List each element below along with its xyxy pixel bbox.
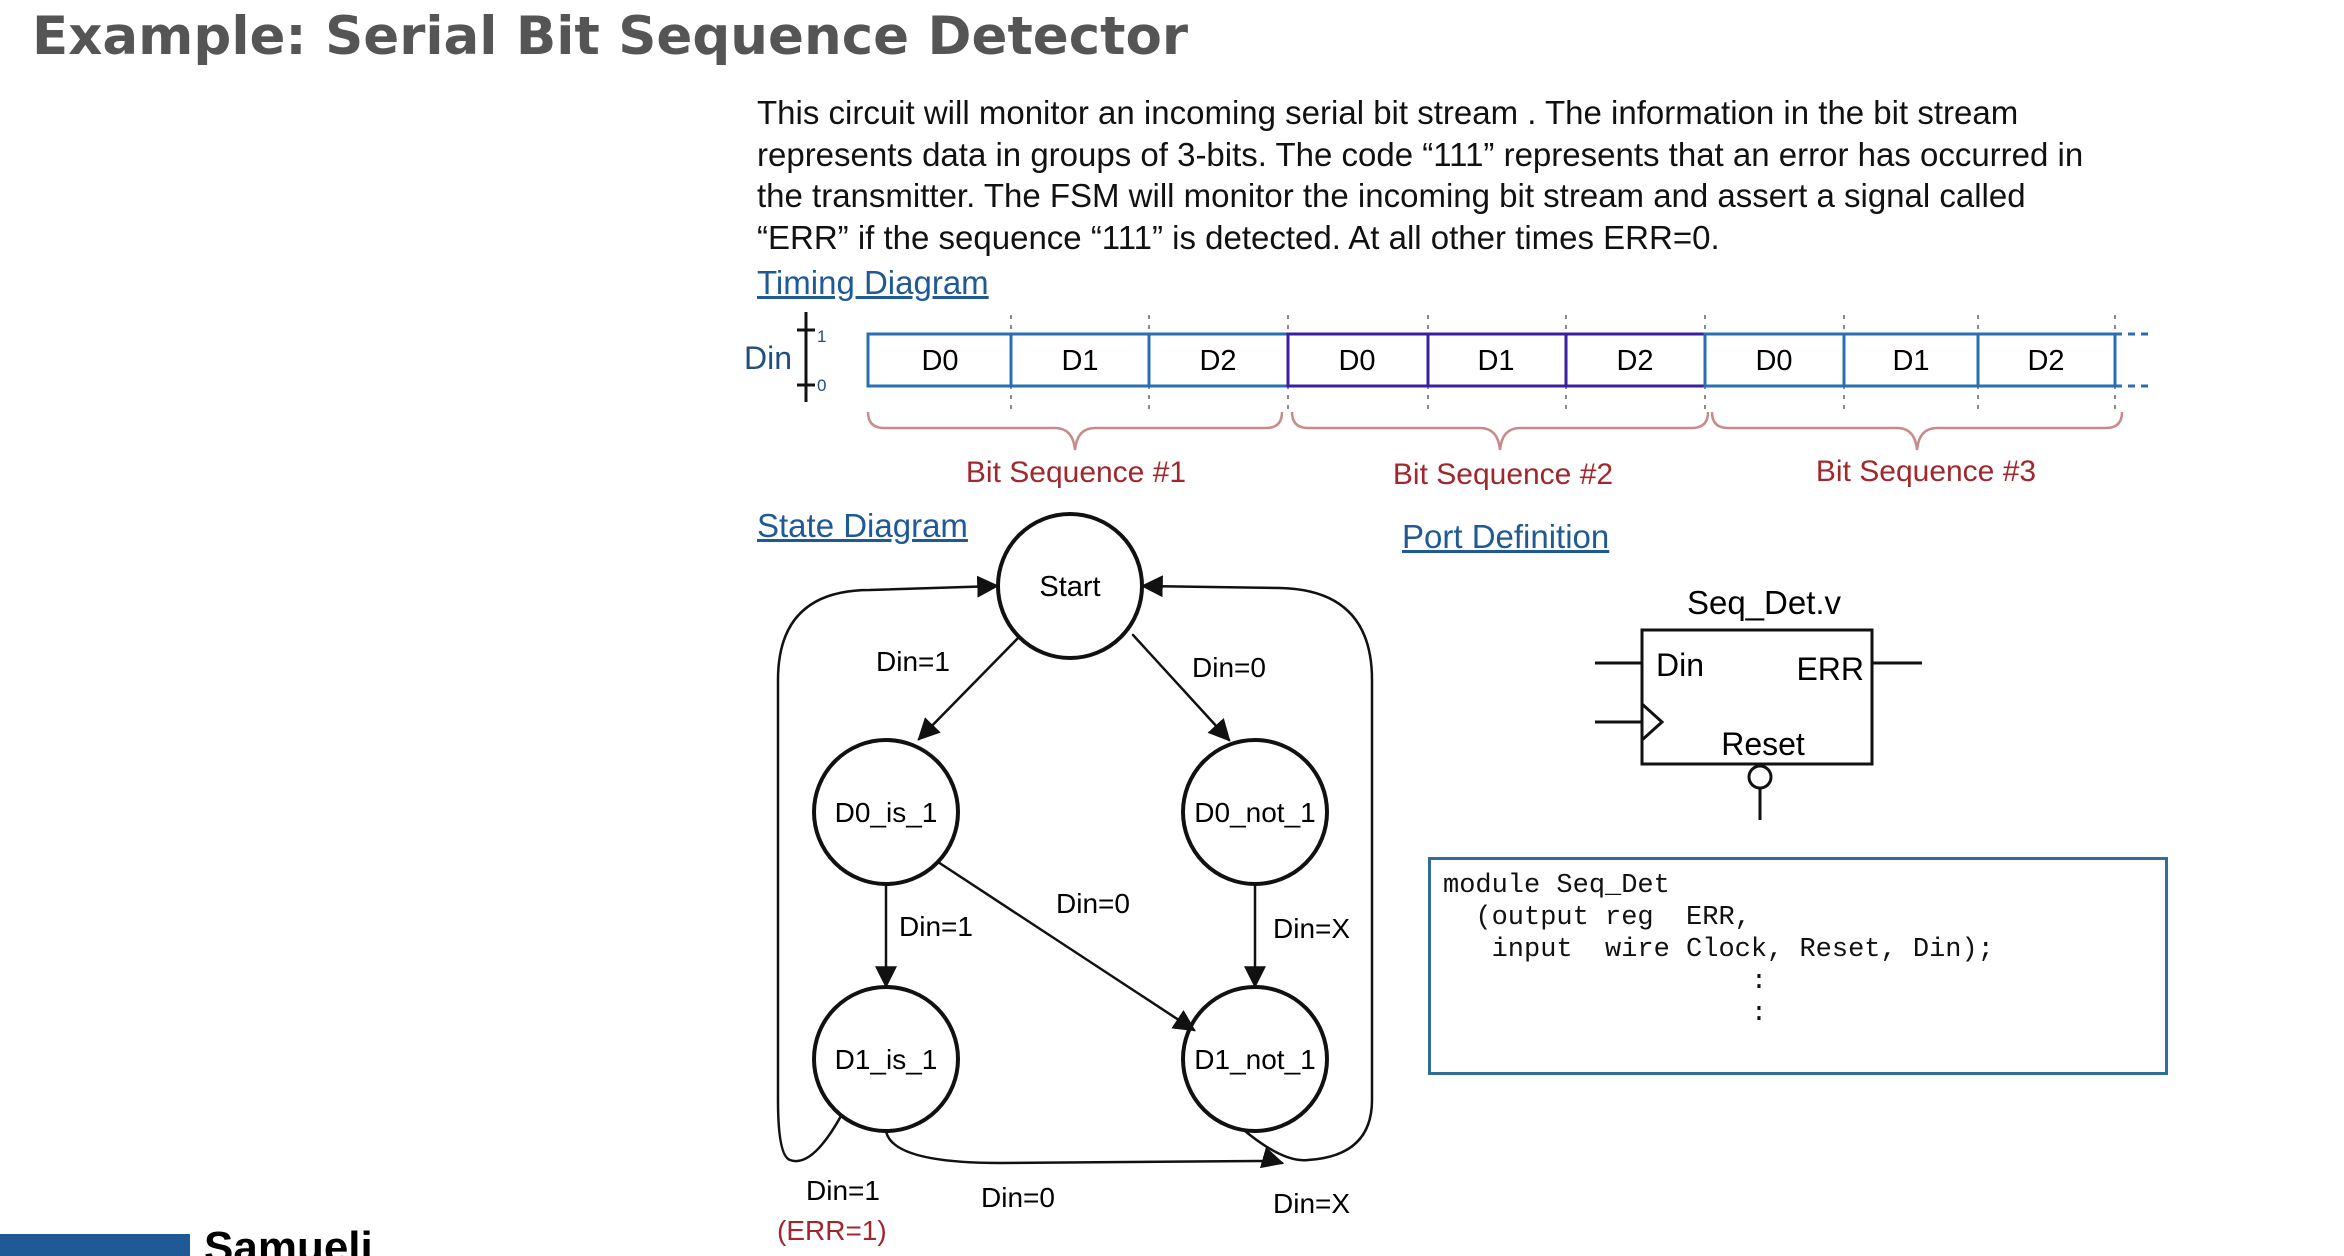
bit-sequence-2-label: Bit Sequence #2 [1393, 458, 1613, 491]
bit-sequence-1-cells: D0 D1 D2 [866, 332, 1290, 388]
intro-line: represents data in groups of 3-bits. The… [757, 135, 2084, 173]
verilog-code-box: module Seq_Det (output reg ERR, input wi… [1428, 857, 2168, 1075]
level-axis: 1 0 [797, 312, 826, 402]
module-box [1640, 628, 1874, 766]
state-d1-is-1: D1_is_1 [812, 985, 960, 1133]
bit-cell-d0: D0 [921, 345, 958, 377]
bit-sequence-2-cells: D0 D1 D2 [1286, 332, 1707, 388]
label-d0-is-1-to-d1-not-1: Din=0 [1056, 888, 1130, 919]
code-line: module Seq_Det [1443, 871, 1670, 901]
clock-guides [1010, 315, 2116, 412]
code-line: input wire Clock, Reset, Din); [1443, 935, 1994, 965]
state-diagram: Start D0_is_1 D0_not_1 D1_is_1 D1_not_1 [776, 512, 1374, 1246]
intro-paragraph: This circuit will monitor an incoming se… [757, 92, 2197, 258]
state-d1-is-1-label: D1_is_1 [835, 1044, 938, 1075]
timing-diagram-heading[interactable]: Timing Diagram [757, 264, 989, 301]
code-line: : [1443, 999, 1768, 1029]
clock-triangle-icon [1640, 702, 1665, 742]
page-title: Example: Serial Bit Sequence Detector [32, 6, 1189, 67]
port-reset-label: Reset [1721, 726, 1805, 762]
transition-d1-is-1-to-d1-not-1 [884, 1129, 1285, 1169]
bit-cell-d1: D1 [1477, 345, 1514, 377]
label-err-output: (ERR=1) [777, 1215, 887, 1246]
bit-cell-d2: D2 [2027, 345, 2064, 377]
label-d0-is-1-to-d1-is-1: Din=1 [899, 911, 973, 942]
state-diagram-heading[interactable]: State Diagram [757, 507, 968, 544]
din-signal-label: Din [744, 340, 792, 376]
transition-d0-is-1-to-d1-not-1 [936, 860, 1196, 1032]
bit-cell-d1: D1 [1061, 345, 1098, 377]
transition-start-to-d0-is-1 [917, 635, 1021, 741]
state-d1-not-1: D1_not_1 [1181, 985, 1329, 1133]
state-start: Start [996, 512, 1144, 660]
port-block: Seq_Det.v Din ERR Reset [1595, 584, 1922, 820]
bit-sequence-3-label: Bit Sequence #3 [1816, 455, 2036, 488]
intro-line: the transmitter. The FSM will monitor th… [757, 177, 2026, 214]
timing-diagram: Din 1 0 D0 D1 D2 [744, 312, 2150, 491]
transition-d1-not-1-to-start [1140, 575, 1374, 1162]
footer-logo-bar [0, 1234, 190, 1256]
state-d0-not-1: D0_not_1 [1181, 738, 1329, 886]
state-d0-is-1: D0_is_1 [812, 738, 960, 886]
bit-cell-d2: D2 [1199, 345, 1236, 377]
label-d1-is-1-to-d1-not-1: Din=0 [981, 1182, 1055, 1213]
bit-cell-d0: D0 [1338, 345, 1375, 377]
intro-line: This circuit will monitor an incoming se… [757, 94, 2019, 131]
state-d1-not-1-label: D1_not_1 [1194, 1044, 1315, 1075]
bit-cell-d2: D2 [1616, 345, 1653, 377]
state-start-label: Start [1039, 571, 1100, 603]
sequence-braces [866, 411, 2124, 451]
bit-sequence-1-label: Bit Sequence #1 [966, 456, 1186, 489]
state-d0-is-1-label: D0_is_1 [835, 797, 938, 828]
port-err-label: ERR [1796, 651, 1864, 687]
level-low-label: 0 [817, 376, 826, 395]
label-start-to-d0-not-1: Din=0 [1192, 652, 1266, 683]
level-high-label: 1 [817, 327, 826, 346]
transition-start-to-d0-not-1 [1131, 633, 1231, 742]
footer-brand-text: Samueli [204, 1226, 373, 1256]
port-din-label: Din [1656, 647, 1704, 683]
module-file-label: Seq_Det.v [1687, 584, 1842, 621]
state-d0-not-1-label: D0_not_1 [1194, 797, 1315, 828]
bit-sequence-3-cells: D0 D1 D2 [1703, 332, 2150, 388]
bit-cell-d1: D1 [1892, 345, 1929, 377]
bit-cell-d0: D0 [1755, 345, 1792, 377]
label-d1-not-1-to-start: Din=X [1273, 1188, 1350, 1219]
code-line: : [1443, 967, 1768, 997]
transition-d1-is-1-to-start [776, 575, 1000, 1163]
reset-bubble-icon [1747, 764, 1773, 790]
label-d1-is-1-to-start: Din=1 [806, 1175, 880, 1206]
intro-line: “ERR” if the sequence “111” is detected.… [757, 218, 1720, 256]
label-d0-not-1-to-d1-not-1: Din=X [1273, 913, 1350, 944]
port-definition-heading[interactable]: Port Definition [1402, 518, 1610, 555]
code-line: (output reg ERR, [1443, 903, 1751, 933]
label-start-to-d0-is-1: Din=1 [876, 646, 950, 677]
